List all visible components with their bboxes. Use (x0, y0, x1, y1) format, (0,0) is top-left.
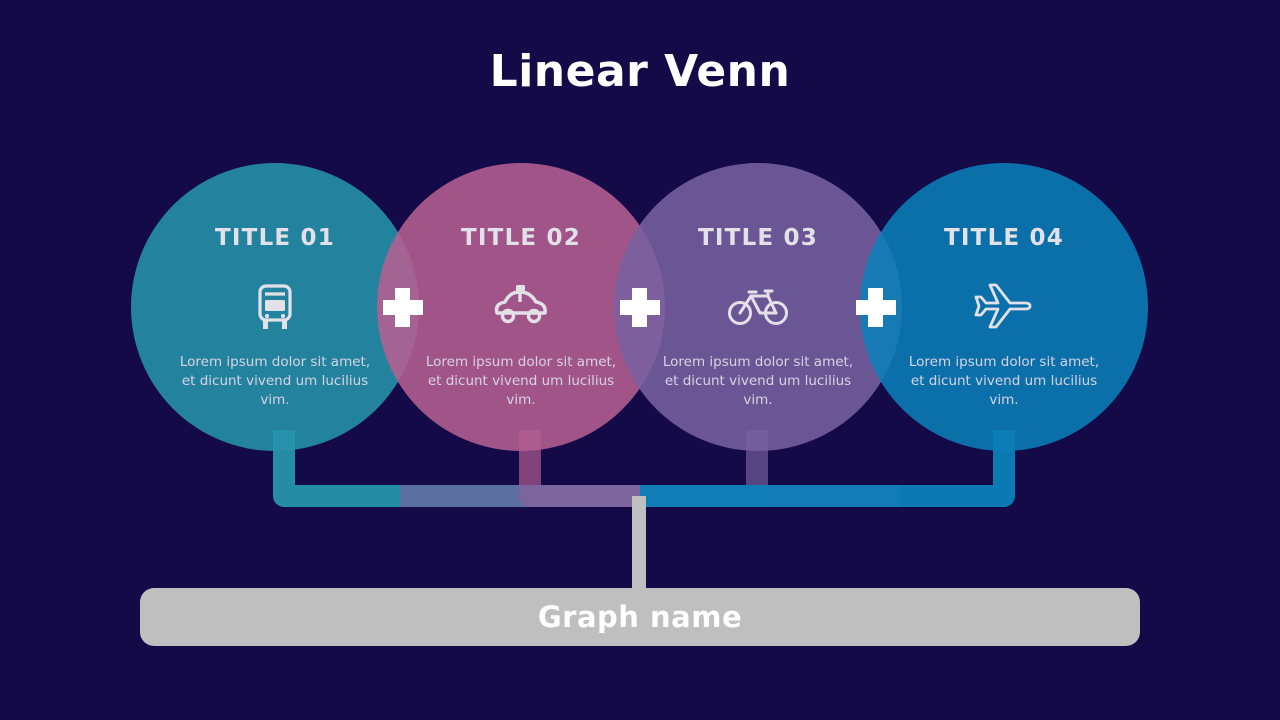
graph-name-label: Graph name (537, 600, 743, 634)
venn-circle-4[interactable]: TITLE 04 Lorem ipsum dolor sit amet, et … (860, 163, 1148, 451)
bicycle-icon (614, 283, 902, 339)
venn-title-2: TITLE 02 (461, 225, 581, 251)
graph-name-bar[interactable]: Graph name (140, 588, 1140, 646)
page-title: Linear Venn (489, 46, 791, 97)
bus-icon (131, 283, 419, 339)
venn-desc-3: Lorem ipsum dolor sit amet, et dicunt vi… (662, 354, 854, 408)
venn-circle-3[interactable]: TITLE 03 Lorem ipsum dolor sit amet, et … (614, 163, 902, 451)
venn-desc-1: Lorem ipsum dolor sit amet, et dicunt vi… (179, 354, 371, 408)
venn-desc-2: Lorem ipsum dolor sit amet, et dicunt vi… (425, 354, 617, 408)
connector-branch-4 (640, 430, 1015, 507)
plus-icon-3 (852, 283, 900, 331)
plus-bar-vertical (395, 288, 410, 327)
taxi-icon (377, 283, 665, 339)
airplane-icon (860, 283, 1148, 339)
venn-title-3: TITLE 03 (698, 225, 818, 251)
plus-bar-vertical (632, 288, 647, 327)
plus-icon-1 (379, 283, 427, 331)
connector-trunk (632, 496, 646, 600)
plus-bar-vertical (868, 288, 883, 327)
venn-desc-4: Lorem ipsum dolor sit amet, et dicunt vi… (908, 354, 1100, 408)
venn-circle-1[interactable]: TITLE 01 Lorem ipsum dolor sit amet, et … (131, 163, 419, 451)
venn-title-4: TITLE 04 (944, 225, 1064, 251)
venn-title-1: TITLE 01 (215, 225, 335, 251)
plus-icon-2 (616, 283, 664, 331)
